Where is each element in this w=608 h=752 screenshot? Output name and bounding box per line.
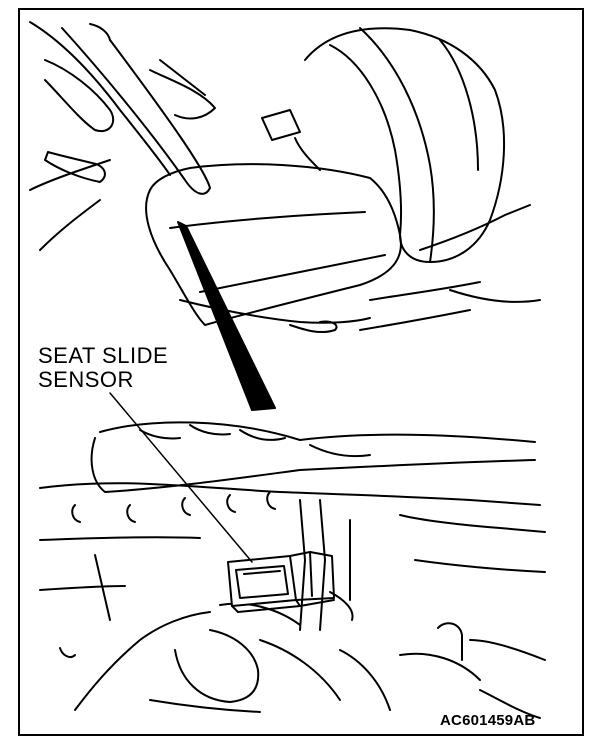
callout-label-line2: SENSOR	[38, 367, 134, 392]
upper-seat-view	[29, 21, 541, 334]
lower-rail-view	[39, 421, 546, 719]
cross-tube	[99, 421, 536, 443]
seat-belt-buckle	[261, 109, 301, 141]
steering-wheel	[61, 27, 211, 195]
callout-label: SEAT SLIDE SENSOR	[38, 344, 168, 392]
seat-back	[304, 27, 506, 263]
figure-code: AC601459AB	[440, 712, 536, 729]
callout-label-line1: SEAT SLIDE	[38, 343, 169, 368]
seat-cushion	[145, 163, 402, 326]
callout-leader-line	[109, 392, 253, 563]
seat-slide-sensor	[227, 551, 335, 613]
view-pointer-wedge	[177, 221, 276, 411]
